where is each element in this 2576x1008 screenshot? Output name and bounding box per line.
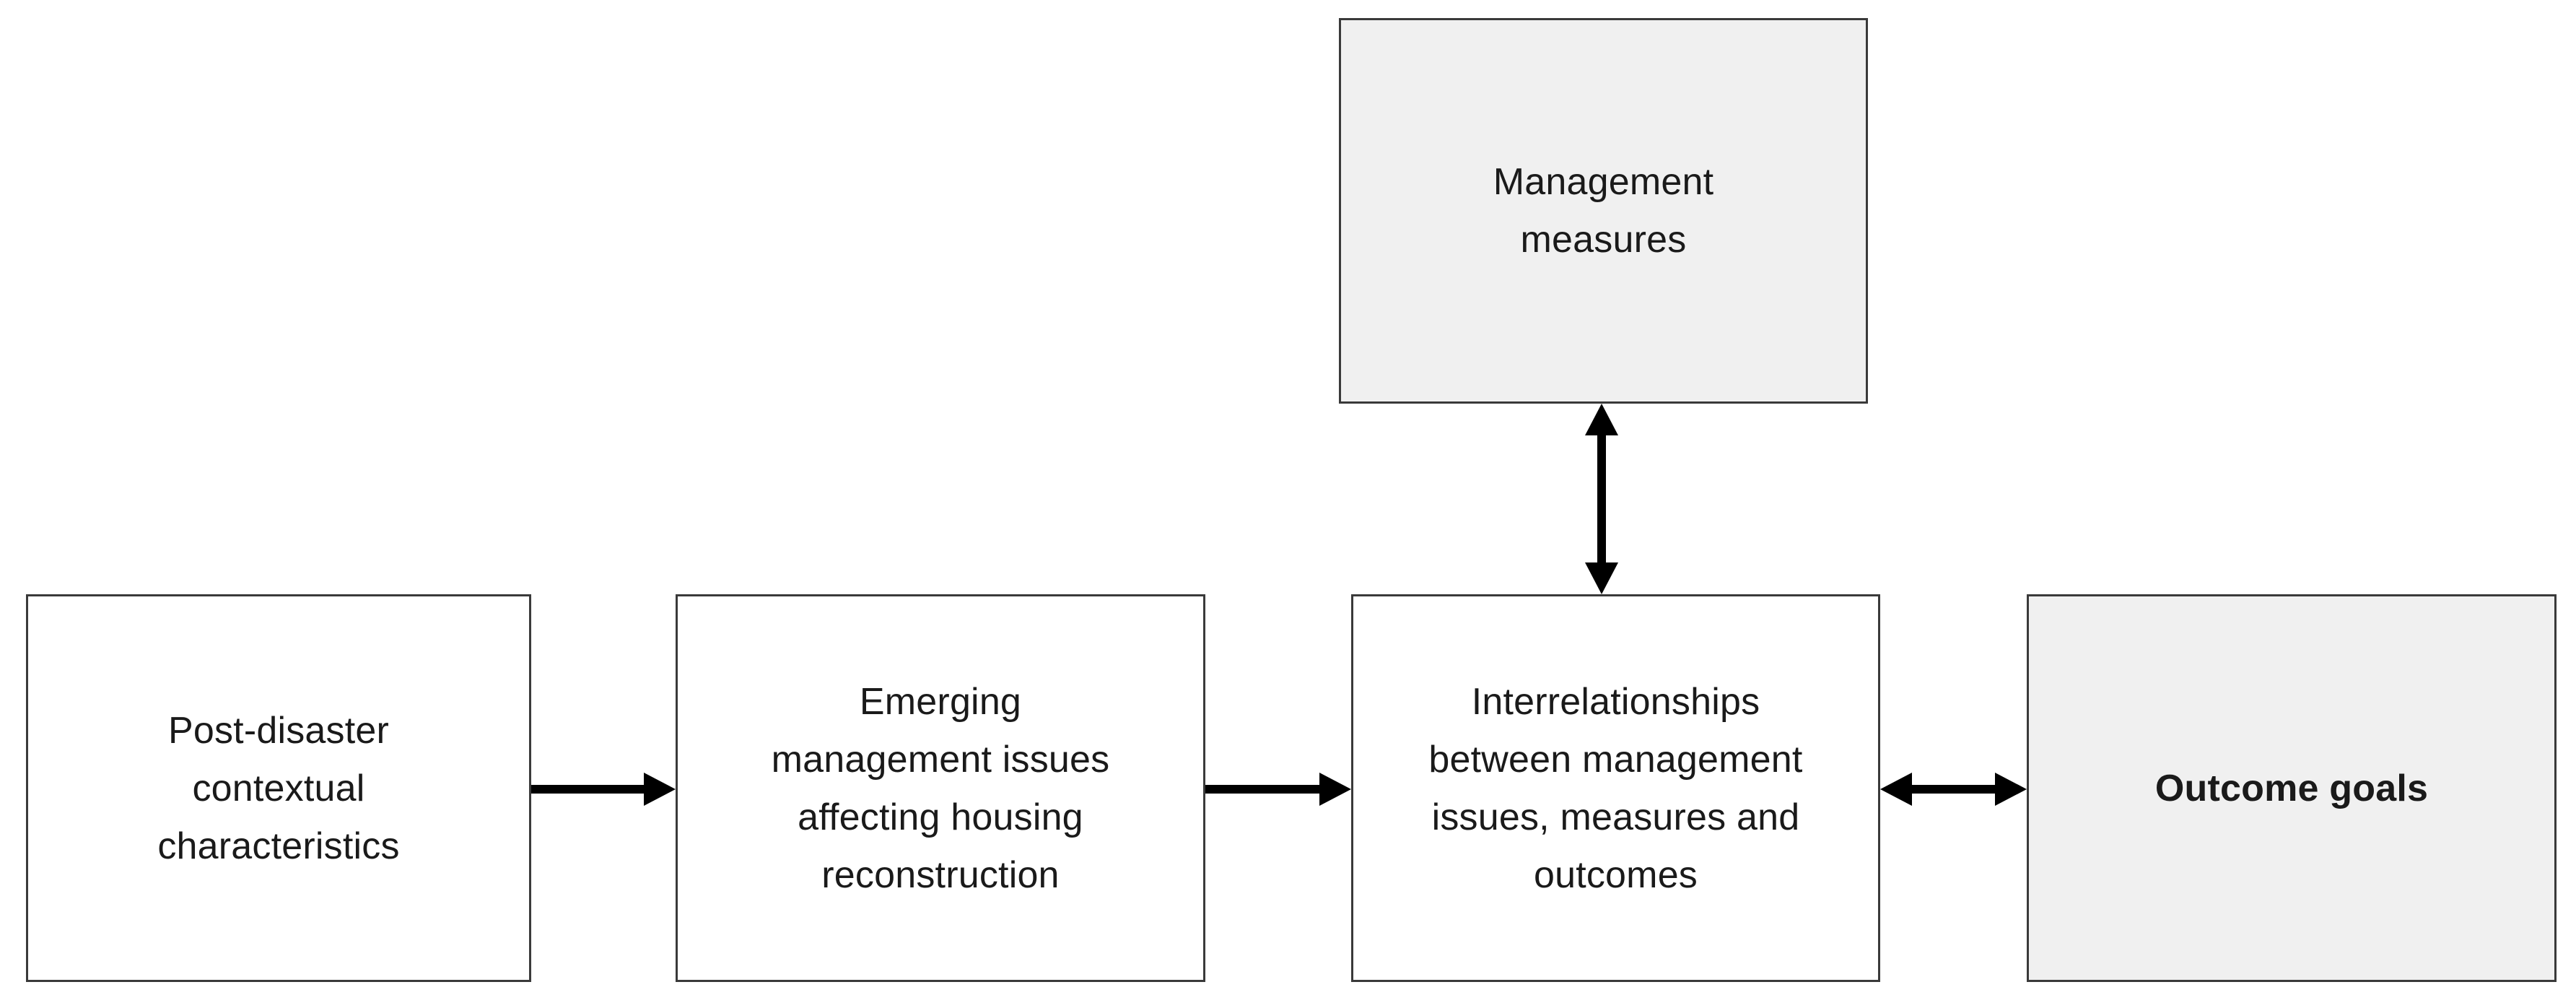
arrow-characteristics-to-issues <box>502 760 704 818</box>
node-management-measures[interactable]: Management measures <box>1339 18 1868 404</box>
arrow-measures-to-interrelationships <box>1573 375 1630 623</box>
node-emerging-management-issues[interactable]: Emerging management issues affecting hou… <box>676 594 1205 982</box>
node-outcome-goals[interactable]: Outcome goals <box>2027 594 2557 982</box>
node-post-disaster-contextual-characteristics[interactable]: Post-disaster contextual characteristics <box>26 594 531 982</box>
node-outcome-goals-label: Outcome goals <box>2154 767 2429 809</box>
node-interrelationships[interactable]: Interrelationships between management is… <box>1351 594 1880 982</box>
arrow-interrelationships-to-outcome-goals <box>1851 760 2056 818</box>
node-interrelationships-label: Interrelationships between management is… <box>1428 680 1803 896</box>
arrow-issues-to-interrelationships <box>1176 760 1380 818</box>
node-post-disaster-contextual-characteristics-label: Post-disaster contextual characteristics <box>157 709 400 867</box>
node-management-measures-label: Management measures <box>1493 161 1714 261</box>
node-emerging-management-issues-label: Emerging management issues affecting hou… <box>771 680 1110 896</box>
